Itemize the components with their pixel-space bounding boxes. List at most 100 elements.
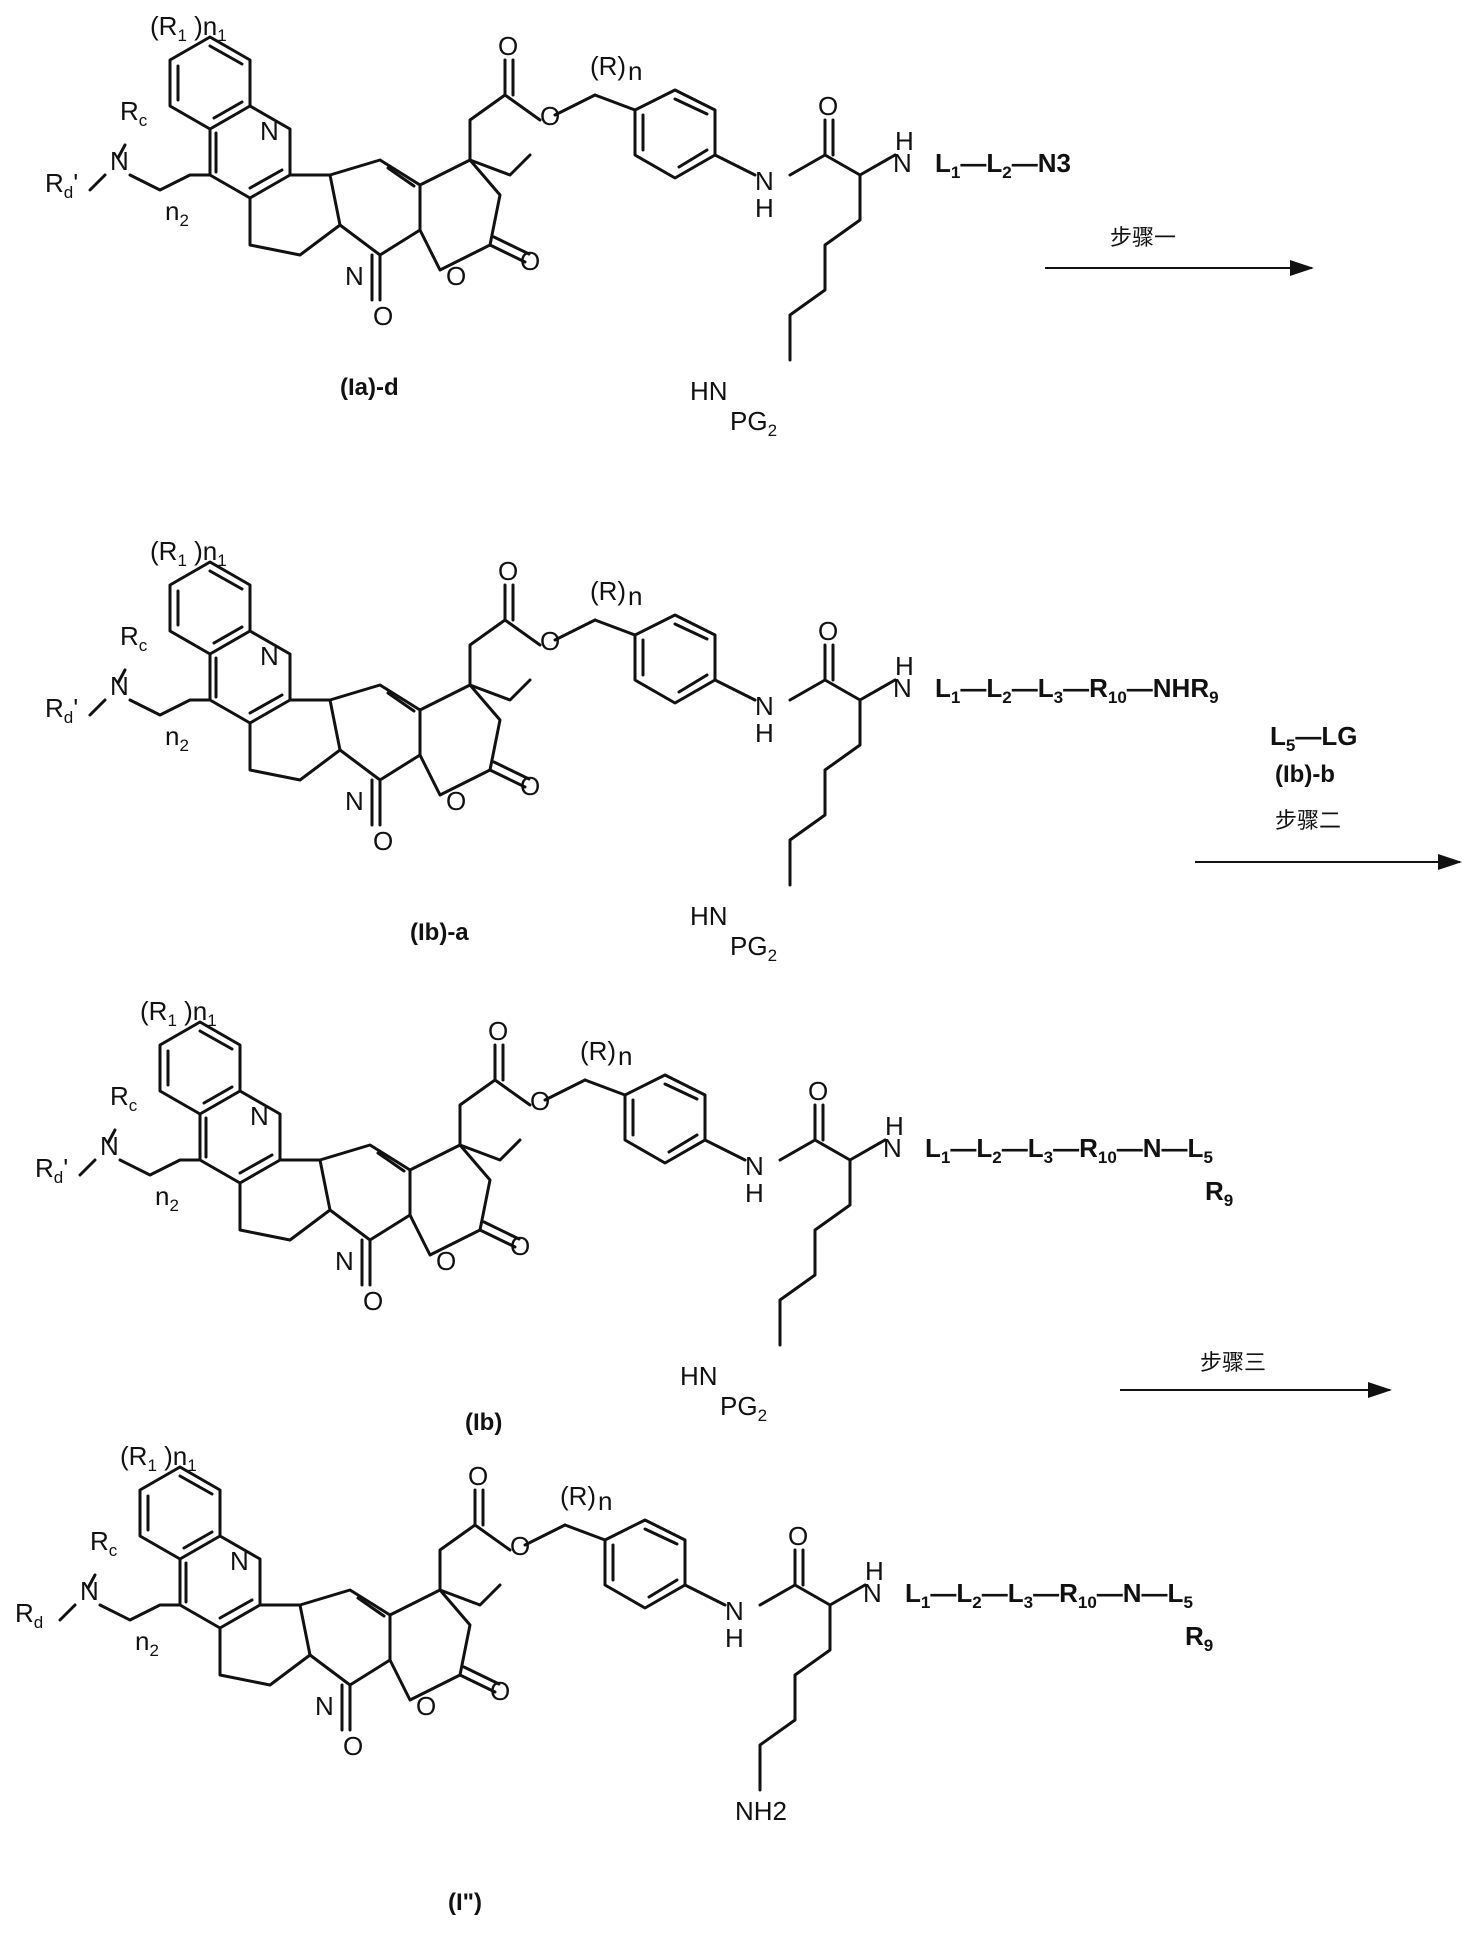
svg-text:O: O <box>818 91 838 121</box>
svg-text:O: O <box>416 1691 436 1721</box>
svg-text:PG2: PG2 <box>720 1391 767 1425</box>
svg-text:N: N <box>110 671 129 701</box>
svg-text:O: O <box>510 1531 530 1561</box>
svg-text:O: O <box>446 786 466 816</box>
label-Ib-a: (Ib)-a <box>410 919 469 946</box>
svg-text:N: N <box>110 146 129 176</box>
svg-text:O: O <box>498 556 518 586</box>
label-Ia-d: (Ia)-d <box>340 374 399 401</box>
svg-text:N: N <box>250 1101 269 1131</box>
step-2: L5—LG (Ib)-b 步骤二 <box>1195 721 1460 862</box>
svg-text:N: N <box>893 673 912 703</box>
svg-text:H: H <box>755 193 774 223</box>
step-1: 步骤一 <box>1045 226 1312 268</box>
svg-text:O: O <box>343 1731 363 1761</box>
svg-text:NH2: NH2 <box>735 1796 787 1826</box>
svg-text:步骤一: 步骤一 <box>1110 226 1176 251</box>
label-I-double-prime: (I") <box>448 1889 482 1916</box>
svg-text:O: O <box>520 246 540 276</box>
compound-Ia-d: (R1 )n1 N N Rc N Rd' n2 O O O O O (R) n … <box>45 11 1071 440</box>
svg-text:O: O <box>488 1016 508 1046</box>
svg-text:H: H <box>725 1623 744 1653</box>
svg-text:Rd: Rd <box>15 1598 43 1632</box>
svg-text:(Ib)-b: (Ib)-b <box>1275 761 1335 788</box>
svg-text:L5—LG: L5—LG <box>1270 721 1357 755</box>
svg-text:O: O <box>468 1461 488 1491</box>
svg-text:O: O <box>530 1086 550 1116</box>
svg-text:N: N <box>260 116 279 146</box>
svg-text:N: N <box>863 1578 882 1608</box>
svg-text:Rc: Rc <box>110 1081 138 1115</box>
svg-text:N: N <box>260 641 279 671</box>
svg-text:Rc: Rc <box>120 96 148 130</box>
svg-text:N: N <box>893 148 912 178</box>
svg-text:Rd': Rd' <box>45 168 78 202</box>
svg-text:(R): (R) <box>580 1036 616 1066</box>
svg-text:N: N <box>745 1151 764 1181</box>
svg-text:L1—L2—L3—R10—N—L5: L1—L2—L3—R10—N—L5 <box>905 1578 1193 1612</box>
step-3: 步骤三 <box>1120 1351 1390 1390</box>
svg-text:N: N <box>100 1131 119 1161</box>
svg-text:Rc: Rc <box>90 1526 118 1560</box>
svg-text:(R): (R) <box>590 51 626 81</box>
svg-text:O: O <box>363 1286 383 1316</box>
svg-text:n: n <box>628 581 642 611</box>
svg-text:O: O <box>788 1521 808 1551</box>
svg-text:(R1 )n1: (R1 )n1 <box>150 536 227 570</box>
svg-text:n2: n2 <box>135 1626 159 1660</box>
svg-text:HN: HN <box>680 1361 718 1391</box>
svg-text:Rc: Rc <box>120 621 148 655</box>
svg-text:n: n <box>628 56 642 86</box>
svg-text:(R1 )n1: (R1 )n1 <box>120 1441 197 1475</box>
svg-text:N: N <box>883 1133 902 1163</box>
svg-text:O: O <box>520 771 540 801</box>
svg-text:(R1 )n1: (R1 )n1 <box>150 11 227 45</box>
svg-text:n: n <box>618 1041 632 1071</box>
svg-text:N: N <box>345 786 364 816</box>
svg-text:n2: n2 <box>165 721 189 755</box>
svg-text:n2: n2 <box>165 196 189 230</box>
compound-Ib-a: (R1 )n1 N N Rc N Rd' n2 O O O O O (R) n … <box>45 536 1219 965</box>
svg-text:H: H <box>745 1178 764 1208</box>
svg-text:O: O <box>498 31 518 61</box>
svg-text:O: O <box>818 616 838 646</box>
svg-text:R9: R9 <box>1205 1176 1233 1210</box>
svg-text:HN: HN <box>690 901 728 931</box>
svg-text:O: O <box>510 1231 530 1261</box>
svg-text:N: N <box>335 1246 354 1276</box>
svg-text:N: N <box>230 1546 249 1576</box>
compound-Ib: (R1 )n1 N N Rc N Rd' n2 O O O O O (R) n … <box>35 996 1233 1436</box>
svg-text:Rd': Rd' <box>35 1153 68 1187</box>
svg-text:(R): (R) <box>560 1481 596 1511</box>
svg-text:n2: n2 <box>155 1181 179 1215</box>
svg-text:N: N <box>755 166 774 196</box>
svg-text:O: O <box>540 626 560 656</box>
svg-text:O: O <box>446 261 466 291</box>
svg-text:N: N <box>80 1576 99 1606</box>
svg-text:(R): (R) <box>590 576 626 606</box>
svg-text:O: O <box>373 301 393 331</box>
svg-text:PG2: PG2 <box>730 931 777 965</box>
label-Ib: (Ib) <box>465 1409 502 1436</box>
svg-text:PG2: PG2 <box>730 406 777 440</box>
svg-text:Rd': Rd' <box>45 693 78 727</box>
svg-text:步骤二: 步骤二 <box>1275 809 1341 834</box>
svg-text:N: N <box>345 261 364 291</box>
svg-text:O: O <box>808 1076 828 1106</box>
svg-text:O: O <box>490 1676 510 1706</box>
svg-text:O: O <box>540 101 560 131</box>
compound-I-double-prime: (R1 )n1 N N Rc N Rd n2 O O O O O (R) n N… <box>15 1441 1213 1916</box>
svg-text:N: N <box>755 691 774 721</box>
svg-text:L1—L2—N3: L1—L2—N3 <box>935 148 1071 182</box>
svg-text:R9: R9 <box>1185 1621 1213 1655</box>
svg-text:N: N <box>725 1596 744 1626</box>
svg-text:O: O <box>436 1246 456 1276</box>
svg-text:(R1 )n1: (R1 )n1 <box>140 996 217 1030</box>
svg-text:O: O <box>373 826 393 856</box>
svg-text:L1—L2—L3—R10—N—L5: L1—L2—L3—R10—N—L5 <box>925 1133 1213 1167</box>
svg-text:N: N <box>315 1691 334 1721</box>
svg-text:H: H <box>755 718 774 748</box>
svg-text:L1—L2—L3—R10—NHR9: L1—L2—L3—R10—NHR9 <box>935 673 1219 707</box>
svg-text:HN: HN <box>690 376 728 406</box>
